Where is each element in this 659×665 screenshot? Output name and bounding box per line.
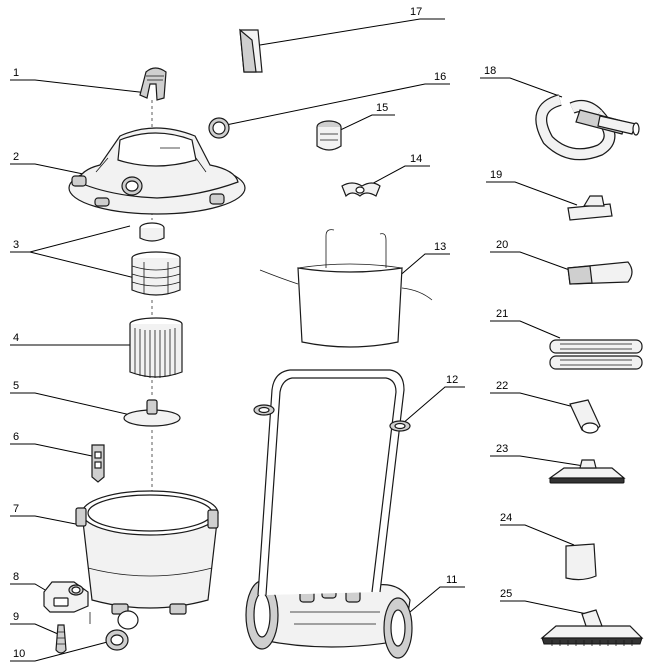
leader-16: [225, 83, 450, 126]
callout-1: 1: [13, 67, 19, 79]
callout-7: 7: [13, 503, 19, 515]
cart-handle-part: [253, 369, 411, 596]
accessory-bag-part: [259, 229, 433, 348]
filter-bag-part: [239, 28, 263, 73]
leader-18: [480, 77, 563, 98]
wands-part: [549, 339, 643, 370]
crevice-tool-part: [569, 399, 601, 434]
bracket-part: [43, 581, 91, 624]
leader-24: [500, 524, 575, 546]
handle-part: [139, 67, 167, 101]
floor-nozzle-part: [548, 459, 626, 484]
callout-9: 9: [13, 611, 19, 623]
callout-25: 25: [500, 588, 512, 600]
leader-3a: [10, 225, 131, 253]
callout-22: 22: [496, 380, 508, 392]
leader-19: [486, 181, 578, 206]
callout-13: 13: [434, 241, 446, 253]
callout-19: 19: [490, 169, 502, 181]
callout-20: 20: [496, 239, 508, 251]
leader-13: [396, 253, 450, 279]
leader-25: [500, 600, 588, 615]
leader-9: [10, 623, 59, 635]
motor-head-part: [68, 127, 246, 215]
screw-part: [55, 624, 67, 654]
cartridge-filter-part: [129, 317, 183, 378]
leader-2: [10, 163, 89, 176]
callout-3: 3: [13, 239, 19, 251]
callout-24: 24: [500, 512, 512, 524]
leader-12: [401, 386, 465, 425]
callout-14: 14: [410, 153, 422, 165]
hose-clip-part: [341, 182, 381, 198]
callout-17: 17: [410, 6, 422, 18]
callout-5: 5: [13, 380, 19, 392]
drum-part: [75, 490, 219, 630]
callout-6: 6: [13, 431, 19, 443]
clip-part: [91, 444, 105, 483]
ring-part: [208, 117, 230, 139]
adapter-part: [316, 120, 342, 151]
utility-nozzle-part: [567, 195, 613, 221]
leader-15: [333, 114, 395, 134]
brush-nozzle-part: [540, 609, 644, 646]
extension-part: [567, 261, 633, 285]
callout-10: 10: [13, 648, 25, 660]
disposable-bag-part: [565, 543, 597, 581]
callout-16: 16: [434, 71, 446, 83]
callout-18: 18: [484, 65, 496, 77]
leader-lines: [10, 18, 588, 662]
leader-23: [490, 455, 585, 467]
leader-22: [490, 392, 579, 409]
callout-21: 21: [496, 308, 508, 320]
callout-11: 11: [446, 574, 457, 586]
callout-2: 2: [13, 151, 19, 163]
leader-6: [10, 443, 93, 457]
float-cage-part: [131, 222, 181, 296]
callout-8: 8: [13, 571, 19, 583]
leader-5: [10, 392, 136, 417]
leader-1: [10, 79, 149, 94]
leader-20: [490, 251, 576, 273]
callout-15: 15: [376, 102, 388, 114]
callout-12: 12: [446, 374, 458, 386]
callout-4: 4: [13, 332, 19, 344]
hose-part: [535, 94, 640, 161]
leader-3b: [29, 251, 136, 279]
callout-23: 23: [496, 443, 508, 455]
leader-10: [10, 639, 116, 662]
filter-lid-part: [123, 399, 181, 427]
callout-labels: 1 2 3 4 5 6 7 8 9 10 11 12 13 14 15 16 1…: [13, 6, 512, 660]
drain-cap-part: [105, 629, 129, 651]
leader-14: [365, 165, 430, 188]
leader-21: [490, 320, 561, 339]
leader-17: [259, 18, 445, 46]
